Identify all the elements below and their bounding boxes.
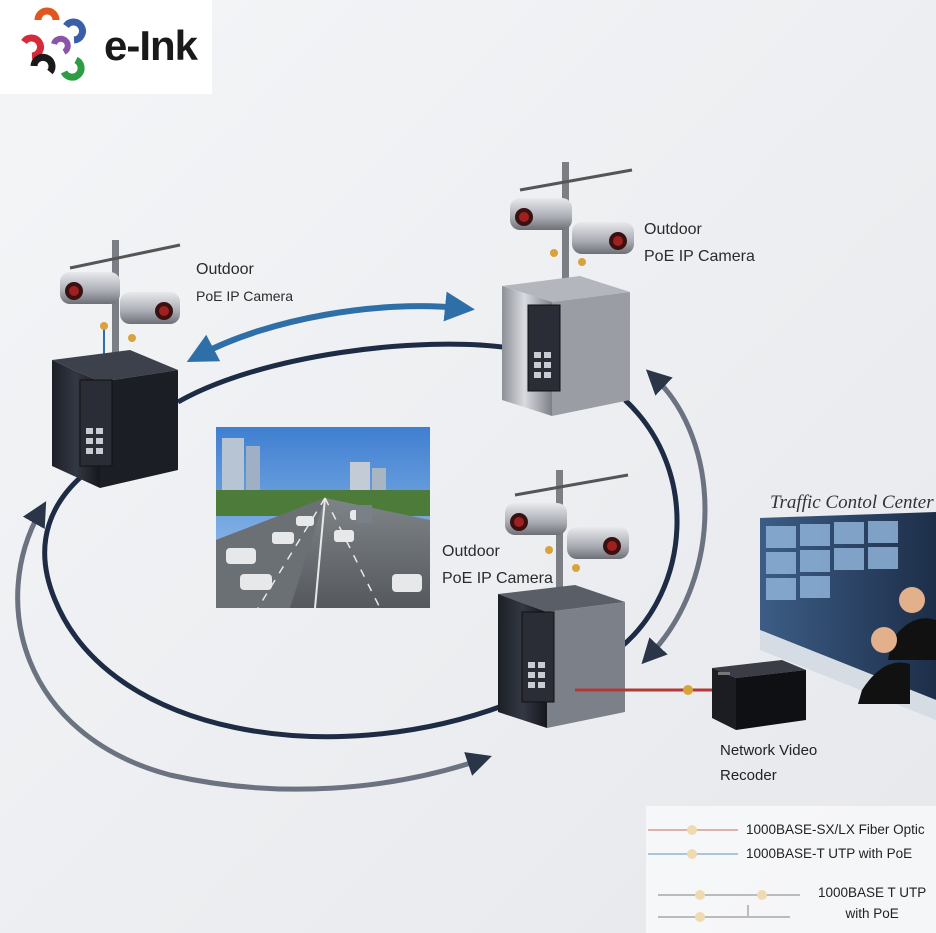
- ip-camera-icon: [60, 272, 180, 324]
- camera-label-line2: PoE IP Camera: [196, 288, 294, 304]
- legend: 1000BASE-SX/LX Fiber Optic 1000BASE-T UT…: [646, 806, 936, 933]
- camera-label-line1: Outdoor: [644, 221, 702, 238]
- legend-item-utp-poe: 1000BASE-T UTP with PoE: [746, 846, 913, 861]
- operator-icon: [858, 587, 936, 704]
- control-center-title: Traffic Contol Center: [770, 492, 934, 513]
- network-video-recorder-icon: [712, 660, 806, 730]
- nvr-link: [575, 685, 712, 695]
- logo-brand-name: e-Ink: [104, 22, 198, 69]
- ip-camera-icon: [505, 503, 629, 559]
- brand-logo: e-Ink: [0, 0, 212, 94]
- camera-label-line1: Outdoor: [196, 261, 254, 278]
- camera-label-top-right: Outdoor PoE IP Camera: [644, 216, 755, 270]
- legend-item-utp: 1000BASE T UTP with PoE: [818, 882, 926, 924]
- camera-label-left: Outdoor PoE IP Camera: [196, 256, 293, 310]
- camera-node-left: [52, 240, 181, 488]
- legend-item-utp-line2: with PoE: [845, 906, 899, 921]
- poe-switch-cabinet-icon: [502, 276, 630, 416]
- nvr-label: Network Video Recoder: [720, 738, 817, 788]
- nvr-label-line2: Recoder: [720, 767, 777, 784]
- logo-mark-icon: [21, 7, 86, 81]
- ip-camera-icon: [510, 198, 634, 254]
- nvr-label-line1: Network Video: [720, 742, 818, 759]
- camera-label-line2: PoE IP Camera: [442, 570, 553, 587]
- poe-switch-cabinet-icon: [498, 585, 625, 728]
- camera-node-bottom: [498, 470, 629, 728]
- camera-label-line1: Outdoor: [442, 543, 500, 560]
- traffic-control-center-illustration: [760, 512, 936, 720]
- data-flow-arrows: [15, 291, 708, 792]
- camera-node-top-right: [502, 162, 634, 416]
- legend-item-utp-line1: 1000BASE T UTP: [818, 885, 927, 900]
- camera-label-bottom: Outdoor PoE IP Camera: [442, 538, 553, 592]
- traffic-highway-photo: [216, 427, 430, 609]
- camera-label-line2: PoE IP Camera: [644, 248, 755, 265]
- poe-switch-cabinet-icon: [52, 350, 178, 488]
- legend-item-fiber: 1000BASE-SX/LX Fiber Optic: [746, 822, 925, 837]
